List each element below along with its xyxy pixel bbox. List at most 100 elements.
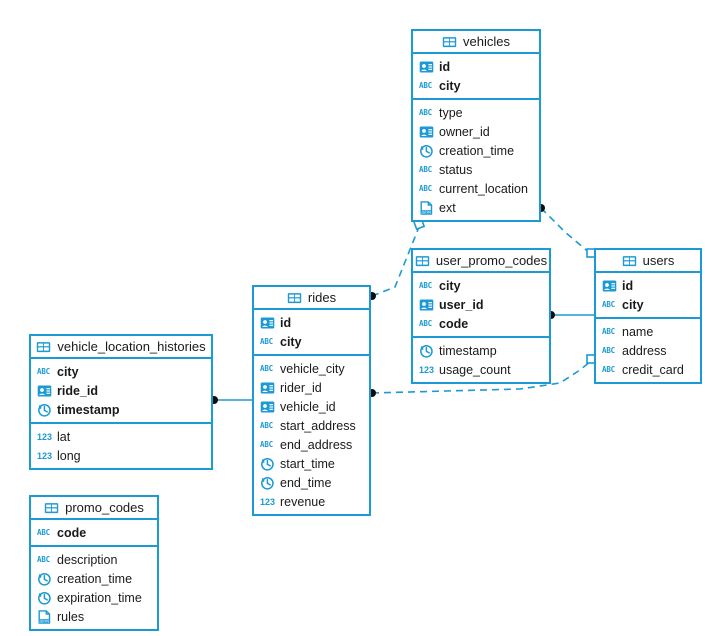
- clock-icon: [260, 457, 275, 471]
- field-name: description: [57, 552, 118, 567]
- table-grid-icon: [287, 291, 302, 305]
- field-row-user_promo_codes-timestamp[interactable]: timestamp: [413, 341, 549, 360]
- field-row-rides-rider_id[interactable]: rider_id: [254, 378, 369, 397]
- field-name: start_address: [280, 418, 356, 433]
- field-row-rides-vehicle_id[interactable]: vehicle_id: [254, 397, 369, 416]
- field-name: vehicle_city: [280, 361, 345, 376]
- field-row-promo_codes-creation_time[interactable]: creation_time: [31, 569, 157, 588]
- abc-string-icon: ABC: [37, 366, 50, 376]
- field-name: address: [622, 343, 667, 358]
- table-header-vehicle_location_histories[interactable]: vehicle_location_histories: [31, 336, 211, 359]
- field-row-rides-id[interactable]: id: [254, 313, 369, 332]
- abc-string-icon: ABC: [260, 363, 273, 373]
- table-header-user_promo_codes[interactable]: user_promo_codes: [413, 250, 549, 273]
- clock-icon: [37, 403, 52, 417]
- svg-text:JSON: JSON: [39, 618, 50, 623]
- table-header-promo_codes[interactable]: promo_codes: [31, 497, 157, 520]
- abc-string-icon: ABC: [602, 299, 615, 309]
- field-name: revenue: [280, 494, 326, 509]
- table-grid-icon: [442, 35, 457, 49]
- relationship-users-to-user-promo-codes[interactable]: [547, 311, 594, 319]
- field-row-promo_codes-expiration_time[interactable]: expiration_time: [31, 588, 157, 607]
- field-row-users-id[interactable]: id: [596, 276, 700, 295]
- 123-number-icon: 123: [37, 450, 53, 461]
- abc-string-icon: ABC: [419, 80, 432, 90]
- field-name: user_id: [439, 297, 484, 312]
- clock-icon: [419, 144, 434, 158]
- id-card-icon: [602, 279, 617, 293]
- field-name: owner_id: [439, 124, 490, 139]
- field-name: timestamp: [439, 343, 497, 358]
- table-title: rides: [307, 290, 337, 305]
- abc-string-icon: ABC: [602, 326, 615, 336]
- abc-string-icon: ABC: [419, 280, 432, 290]
- field-row-vehicles-owner_id[interactable]: owner_id: [413, 122, 539, 141]
- field-row-promo_codes-description[interactable]: ABC description: [31, 550, 157, 569]
- id-card-icon: [260, 316, 275, 330]
- field-name: rules: [57, 609, 85, 624]
- field-name: expiration_time: [57, 590, 142, 605]
- relationship-vehicle-location-histories-to-rides[interactable]: [210, 396, 252, 404]
- field-name: ride_id: [57, 383, 98, 398]
- field-row-promo_codes-rules[interactable]: JSON rules: [31, 607, 157, 626]
- field-row-user_promo_codes-user_id[interactable]: user_id: [413, 295, 549, 314]
- table-header-users[interactable]: users: [596, 250, 700, 273]
- field-row-vehicles-id[interactable]: id: [413, 57, 539, 76]
- field-name: creation_time: [57, 571, 133, 586]
- id-card-icon: [37, 384, 52, 398]
- table-header-rides[interactable]: rides: [254, 287, 369, 310]
- field-name: city: [280, 334, 302, 349]
- field-row-vehicle_location_histories-timestamp[interactable]: timestamp: [31, 400, 211, 419]
- field-row-vehicles-creation_time[interactable]: creation_time: [413, 141, 539, 160]
- field-name: id: [622, 278, 634, 293]
- clock-icon: [37, 591, 52, 605]
- table-header-vehicles[interactable]: vehicles: [413, 31, 539, 54]
- field-name: credit_card: [622, 362, 684, 377]
- table-title: users: [642, 253, 675, 268]
- 123-number-icon: 123: [37, 431, 53, 442]
- field-name: vehicle_id: [280, 399, 336, 414]
- abc-string-icon: ABC: [419, 164, 432, 174]
- field-name: id: [280, 315, 292, 330]
- field-row-vehicle_location_histories-long[interactable]: 123 long: [31, 446, 211, 465]
- field-row-vehicle_location_histories-ride_id[interactable]: ride_id: [31, 381, 211, 400]
- field-row-rides-end_time[interactable]: end_time: [254, 473, 369, 492]
- field-name: long: [57, 448, 81, 463]
- id-card-icon: [419, 125, 434, 139]
- abc-string-icon: ABC: [260, 439, 273, 449]
- field-row-rides-vehicle_city[interactable]: ABC vehicle_city: [254, 359, 369, 378]
- field-name: code: [57, 525, 87, 540]
- field-row-rides-start_time[interactable]: start_time: [254, 454, 369, 473]
- abc-string-icon: ABC: [37, 554, 50, 564]
